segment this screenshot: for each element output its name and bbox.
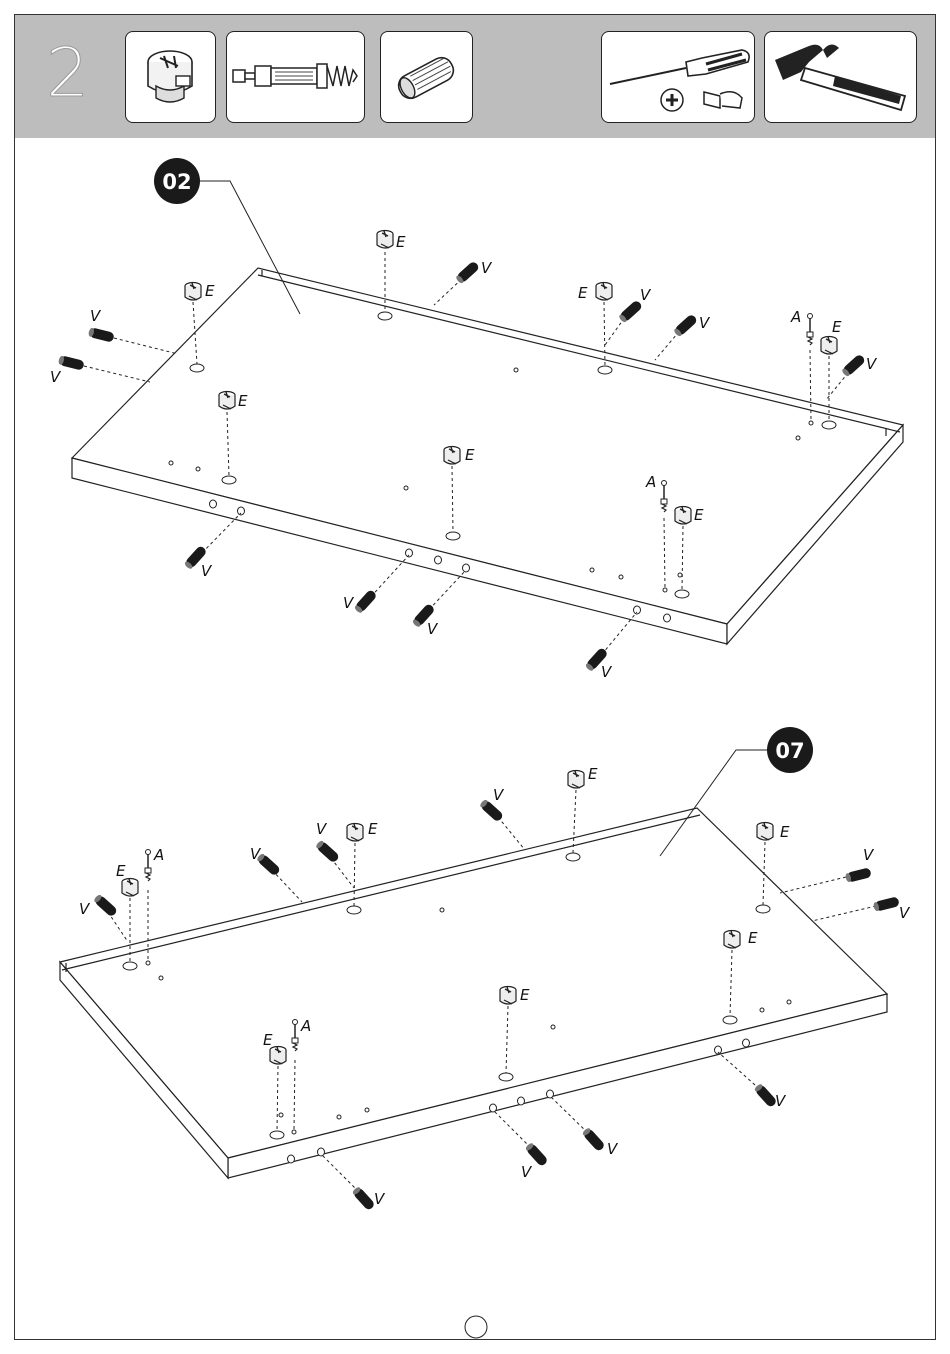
panel-02-badge: 02 — [154, 158, 200, 204]
svg-text:07: 07 — [775, 739, 804, 763]
svg-text:V: V — [343, 594, 355, 612]
svg-text:E: E — [465, 446, 475, 464]
svg-text:V: V — [640, 286, 652, 304]
svg-text:E: E — [368, 820, 378, 838]
svg-text:E: E — [578, 284, 588, 302]
svg-text:E: E — [588, 765, 598, 783]
svg-text:V: V — [374, 1190, 386, 1208]
svg-text:E: E — [116, 862, 126, 880]
svg-text:V: V — [90, 307, 102, 325]
svg-text:E: E — [748, 929, 758, 947]
svg-text:A: A — [300, 1017, 311, 1035]
svg-text:V: V — [316, 820, 328, 838]
svg-text:E: E — [520, 986, 530, 1004]
svg-text:E: E — [694, 506, 704, 524]
panel-07-badge: 07 — [767, 727, 813, 773]
svg-text:V: V — [201, 562, 213, 580]
svg-text:V: V — [866, 355, 878, 373]
svg-text:V: V — [481, 259, 493, 277]
svg-text:02: 02 — [162, 170, 191, 194]
svg-text:V: V — [699, 314, 711, 332]
svg-text:V: V — [601, 663, 613, 681]
svg-text:V: V — [427, 620, 439, 638]
svg-text:V: V — [493, 786, 505, 804]
svg-text:V: V — [50, 368, 62, 386]
svg-text:E: E — [396, 233, 406, 251]
svg-text:E: E — [205, 282, 215, 300]
svg-text:A: A — [645, 473, 656, 491]
svg-text:A: A — [153, 846, 164, 864]
svg-text:V: V — [250, 845, 262, 863]
panel-07-board — [60, 808, 887, 1178]
svg-text:E: E — [832, 318, 842, 336]
svg-text:V: V — [521, 1163, 533, 1181]
svg-text:E: E — [780, 823, 790, 841]
svg-text:V: V — [775, 1092, 787, 1110]
svg-text:V: V — [899, 904, 911, 922]
page-number-marker — [465, 1316, 487, 1338]
svg-text:V: V — [79, 900, 91, 918]
svg-text:V: V — [863, 846, 875, 864]
svg-text:V: V — [607, 1140, 619, 1158]
panel-02-board — [72, 268, 903, 644]
svg-text:E: E — [238, 392, 248, 410]
svg-text:E: E — [263, 1031, 273, 1049]
svg-text:A: A — [790, 308, 801, 326]
